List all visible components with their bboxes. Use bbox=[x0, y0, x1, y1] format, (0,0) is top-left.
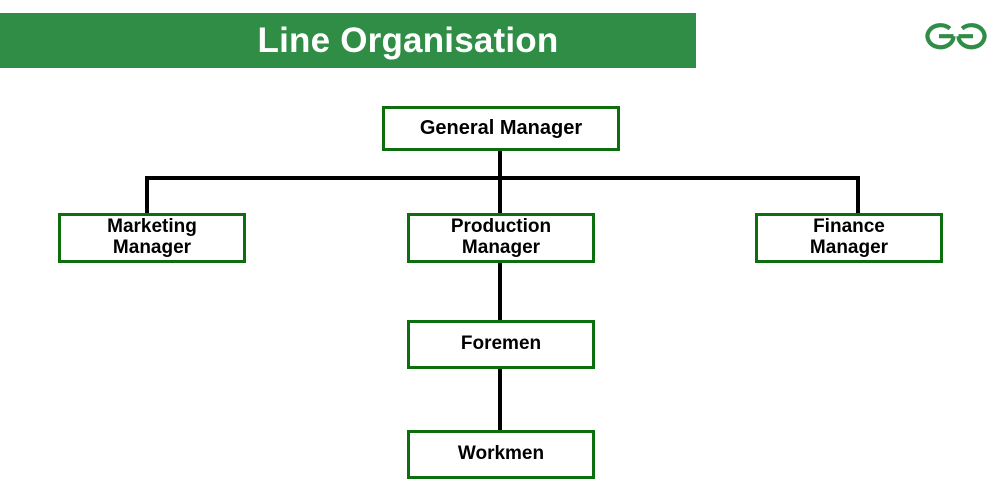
connector-foremen-to-workmen bbox=[498, 367, 502, 432]
node-finance-manager[interactable]: Finance Manager bbox=[755, 213, 943, 263]
connector-general-manager-stem bbox=[498, 150, 502, 214]
node-foremen-label: Foremen bbox=[460, 333, 542, 355]
node-production-manager-label: Production Manager bbox=[450, 216, 552, 258]
node-general-manager[interactable]: General Manager bbox=[382, 106, 620, 151]
geeksforgeeks-logo bbox=[924, 16, 988, 60]
connector-horizontal-bus bbox=[145, 176, 860, 180]
node-foremen[interactable]: Foremen bbox=[407, 320, 595, 369]
connector-to-finance-manager bbox=[856, 176, 860, 215]
node-workmen-label: Workmen bbox=[457, 443, 545, 465]
node-production-manager[interactable]: Production Manager bbox=[407, 213, 595, 263]
page-title: Line Organisation bbox=[257, 21, 559, 60]
connector-to-marketing-manager bbox=[145, 176, 149, 215]
connector-production-to-foremen bbox=[498, 261, 502, 322]
node-marketing-manager-label: Marketing Manager bbox=[107, 216, 197, 258]
title-banner: Line Organisation bbox=[0, 13, 696, 68]
node-finance-manager-label: Finance Manager bbox=[809, 216, 889, 258]
node-workmen[interactable]: Workmen bbox=[407, 430, 595, 479]
node-general-manager-label: General Manager bbox=[419, 116, 583, 139]
node-marketing-manager[interactable]: Marketing Manager bbox=[58, 213, 246, 263]
